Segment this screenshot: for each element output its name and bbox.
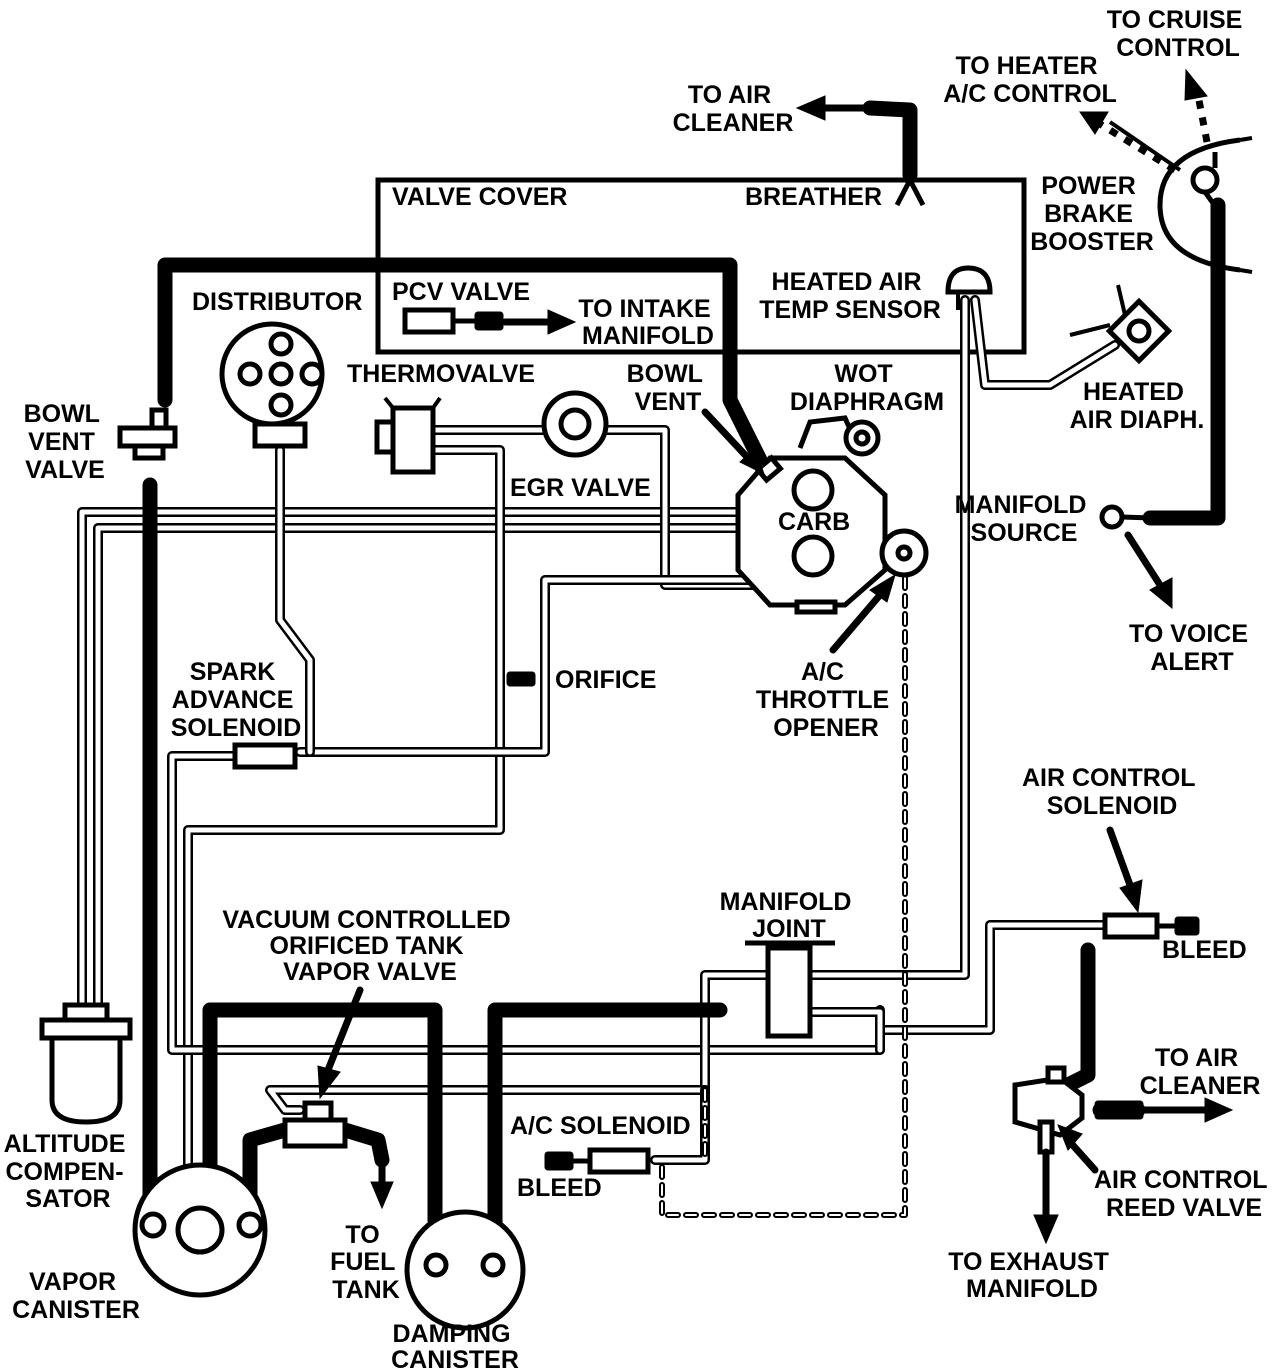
vacuum-controlled-vapor-valve [282,1100,348,1149]
ac-solenoid [544,1147,651,1175]
label-bleed-bottom: BLEED [517,1174,602,1202]
egr-valve [541,390,609,458]
label-air-control-reed-valve: AIR CONTROL REED VALVE [1094,1166,1274,1222]
label-vacuum-controlled-valve: VACUUM CONTROLLED ORIFICED TANK VAPOR VA… [222,906,517,986]
label-to-exhaust-manifold: TO EXHAUST MANIFOLD [948,1248,1116,1303]
pcv-valve [402,307,504,335]
label-to-cruise-control: TO CRUISE CONTROL [1107,6,1250,62]
air-control-reed-valve [1012,1065,1144,1155]
spark-advance-solenoid [232,742,298,770]
breather [894,174,926,207]
label-power-brake-booster: POWER BRAKE BOOSTER [1030,172,1154,256]
label-egr-valve: EGR VALVE [510,474,651,502]
label-bowl-vent: BOWL VENT [627,360,710,416]
bowl-vent-valve [117,407,178,461]
arrows [317,68,1234,1245]
dashed-hoses [659,557,908,1218]
label-heated-air-temp-sensor: HEATED AIR TEMP SENSOR [759,268,941,324]
label-altitude-compensator: ALTITUDE COMPEN- SATOR [4,1130,133,1213]
air-control-solenoid [1102,912,1200,940]
distributor [219,321,325,449]
label-distributor: DISTRIBUTOR [192,288,362,316]
label-spark-advance-solenoid: SPARK ADVANCE SOLENOID [171,658,302,742]
labels: TO CRUISE CONTROL TO HEATER A/C CONTROL … [4,6,1274,1372]
label-thermovalve: THERMOVALVE [347,360,535,388]
label-orifice: ORIFICE [555,666,656,694]
label-to-heater-ac-control: TO HEATER A/C CONTROL [943,52,1117,108]
altitude-compensator [39,1002,133,1125]
manifold-joint [745,940,835,1039]
label-valve-cover: VALVE COVER [392,183,568,211]
label-ac-solenoid: A/C SOLENOID [510,1112,691,1140]
label-bowl-vent-valve: BOWL VENT VALVE [24,400,107,484]
label-vapor-canister: VAPOR CANISTER [12,1268,140,1324]
heated-air-diaphragm [1069,284,1173,365]
carburetor [735,454,888,615]
label-to-fuel-tank: TO FUEL TANK [330,1221,402,1304]
wot-diaphragm [797,415,881,457]
orifice [506,671,536,687]
label-breather: BREATHER [745,183,882,211]
label-ac-throttle-opener: A/C THROTTLE OPENER [756,658,896,742]
label-carb: CARB [778,508,850,536]
label-heated-air-diaph: HEATED AIR DIAPH. [1070,378,1205,434]
vapor-canister [132,1162,268,1298]
label-manifold-joint: MANIFOLD JOINT [720,888,859,943]
label-bleed-right: BLEED [1162,936,1247,964]
power-brake-booster [1108,120,1253,274]
label-to-air-cleaner-top: TO AIR CLEANER [673,81,794,137]
heated-air-temp-sensor [945,265,993,310]
label-to-intake-manifold: TO INTAKE MANIFOLD [578,295,717,350]
label-pcv-valve: PCV VALVE [392,278,530,306]
label-manifold-source: MANIFOLD SOURCE [955,491,1094,547]
ac-throttle-opener [879,528,929,578]
label-to-air-cleaner-right: TO AIR CLEANER [1140,1044,1261,1100]
label-to-voice-alert: TO VOICE ALERT [1129,620,1255,676]
damping-canister [404,1209,526,1331]
thin-hoses [77,295,1120,1185]
label-air-control-solenoid: AIR CONTROL SOLENOID [1022,764,1202,820]
label-wot-diaphragm: WOT DIAPHRAGM [790,360,944,416]
manifold-source [1099,504,1151,530]
label-damping-canister: DAMPING CANISTER [391,1320,519,1372]
thermovalve [374,396,442,475]
